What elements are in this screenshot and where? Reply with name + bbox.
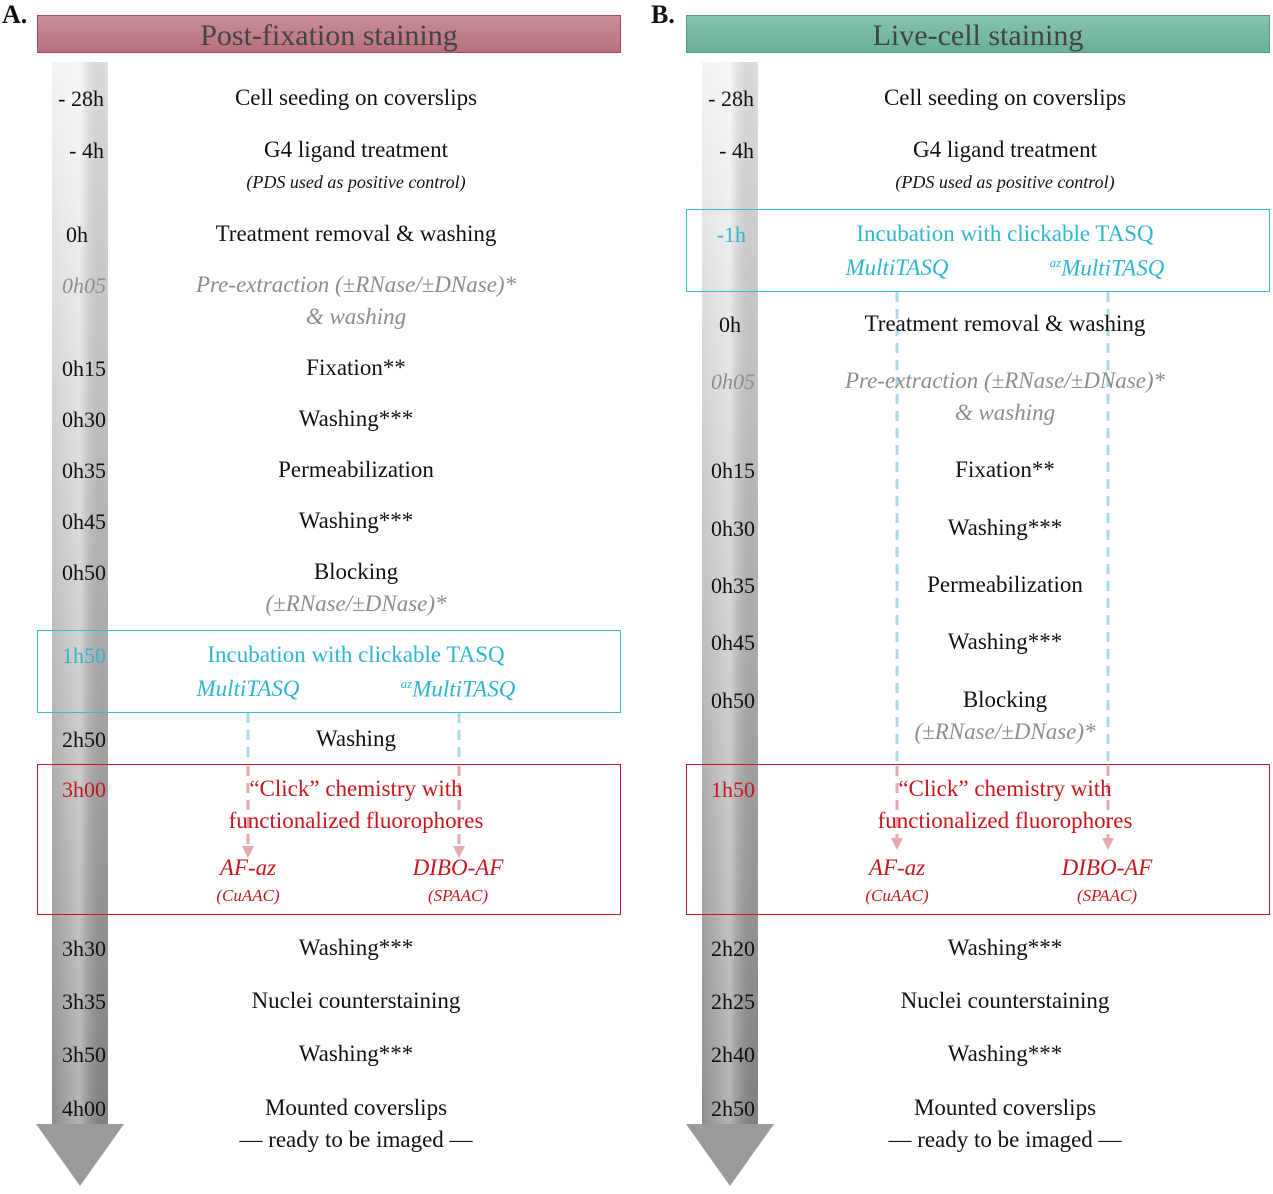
step-label: Washing*** (947, 1041, 1063, 1066)
step-label: Mounted coverslips (913, 1095, 1097, 1120)
time-label: 2h25 (711, 989, 755, 1014)
step-label-line2: & washing (954, 400, 1056, 425)
step-label-line2: & washing (305, 304, 407, 329)
step-label: Washing (316, 726, 396, 751)
time-label: 0h (66, 222, 88, 247)
fluorophore-note: (CuAAC) (865, 886, 929, 905)
time-label: 0h05 (62, 273, 106, 298)
time-label: 3h50 (62, 1042, 106, 1067)
step-note: (PDS used as positive control) (246, 172, 466, 192)
step-note: (PDS used as positive control) (895, 172, 1115, 192)
probe-multitasq: MultiTASQ (196, 676, 300, 701)
connector-lines-a (246, 713, 461, 764)
tasq-incubation-box-a (37, 630, 621, 713)
step-label: Treatment removal & washing (864, 311, 1146, 336)
time-label: 0h50 (62, 560, 106, 585)
step-label: Incubation with clickable TASQ (207, 642, 505, 667)
step-label: Fixation** (955, 457, 1055, 482)
fluorophore-note: (CuAAC) (216, 886, 280, 905)
step-label: “Click” chemistry with (898, 776, 1112, 801)
step-label: Permeabilization (927, 572, 1083, 597)
time-label: 1h50 (62, 643, 106, 668)
time-label: 2h50 (711, 1096, 755, 1121)
probe-az-multitasq: azMultiTASQ (400, 676, 516, 702)
step-label: Nuclei counterstaining (900, 988, 1110, 1013)
fluorophore-note: (SPAAC) (427, 886, 489, 905)
time-label: 3h00 (62, 777, 106, 802)
step-label: Cell seeding on coverslips (234, 85, 478, 110)
step-label-line2: — ready to be imaged — (888, 1127, 1122, 1152)
time-label: 2h20 (711, 936, 755, 961)
time-label: 0h15 (711, 458, 755, 483)
step-label-line2: — ready to be imaged — (239, 1127, 473, 1152)
step-label: Permeabilization (278, 457, 434, 482)
time-label: 0h (719, 312, 741, 337)
step-label: Washing*** (947, 629, 1063, 654)
time-label: 0h05 (711, 369, 755, 394)
step-label: Fixation** (306, 355, 406, 380)
click-chemistry-box-a (37, 764, 621, 915)
step-label: G4 ligand treatment (264, 137, 448, 162)
click-chemistry-box-b (686, 764, 1270, 915)
fluorophore-af-az: AF-az (868, 855, 926, 880)
step-note: (±RNase/±DNase)* (265, 591, 447, 616)
step-label: Washing*** (298, 406, 414, 431)
step-label-line2: functionalized fluorophores (877, 808, 1133, 833)
step-label: Pre-extraction (±RNase/±DNase)* (195, 272, 517, 297)
step-label: Pre-extraction (±RNase/±DNase)* (844, 368, 1166, 393)
time-label: 2h40 (711, 1042, 755, 1067)
panel-letter-a: A. (2, 0, 28, 29)
panel-b-title: Live-cell staining (686, 15, 1270, 53)
time-label: 2h50 (62, 727, 106, 752)
connector-lines-b (895, 292, 1110, 764)
fluorophore-dibo-af: DIBO-AF (1061, 855, 1153, 880)
timeline-arrow-a (36, 62, 124, 1186)
step-label: Washing*** (298, 935, 414, 960)
step-label: Washing*** (947, 515, 1063, 540)
step-label: “Click” chemistry with (249, 776, 463, 801)
timeline-arrow-b (686, 62, 774, 1186)
fluorophore-af-az: AF-az (219, 855, 277, 880)
time-label: 1h50 (711, 777, 755, 802)
step-label-line2: functionalized fluorophores (228, 808, 484, 833)
time-label: - 28h (58, 86, 104, 111)
step-label: Washing*** (947, 935, 1063, 960)
step-label: Washing*** (298, 1041, 414, 1066)
time-label: - 4h (719, 138, 754, 163)
tasq-incubation-box-b (686, 209, 1270, 292)
step-label: Treatment removal & washing (215, 221, 497, 246)
probe-az-multitasq: azMultiTASQ (1049, 255, 1165, 281)
time-label: 0h35 (62, 458, 106, 483)
panel-letter-b: B. (651, 0, 675, 29)
step-label: Cell seeding on coverslips (883, 85, 1127, 110)
time-label: - 4h (69, 138, 104, 163)
time-label: 0h35 (711, 573, 755, 598)
time-label: -1h (716, 222, 746, 247)
time-label: 3h35 (62, 989, 106, 1014)
step-label: Washing*** (298, 508, 414, 533)
step-label: G4 ligand treatment (913, 137, 1097, 162)
time-label: 0h45 (711, 630, 755, 655)
probe-multitasq: MultiTASQ (845, 255, 949, 280)
step-label: Incubation with clickable TASQ (856, 221, 1154, 246)
time-label: 0h50 (711, 688, 755, 713)
time-label: 0h45 (62, 509, 106, 534)
time-label: 0h30 (711, 516, 755, 541)
fluorophore-note: (SPAAC) (1076, 886, 1138, 905)
fluorophore-dibo-af: DIBO-AF (412, 855, 504, 880)
step-label: Nuclei counterstaining (251, 988, 461, 1013)
time-label: 3h30 (62, 936, 106, 961)
time-label: 0h30 (62, 407, 106, 432)
step-label: Blocking (313, 559, 399, 584)
step-note: (±RNase/±DNase)* (914, 719, 1096, 744)
time-label: 4h00 (62, 1096, 106, 1121)
panel-a-title: Post-fixation staining (37, 15, 621, 53)
time-label: - 28h (708, 86, 754, 111)
step-label: Mounted coverslips (264, 1095, 448, 1120)
time-label: 0h15 (62, 356, 106, 381)
step-label: Blocking (962, 687, 1048, 712)
